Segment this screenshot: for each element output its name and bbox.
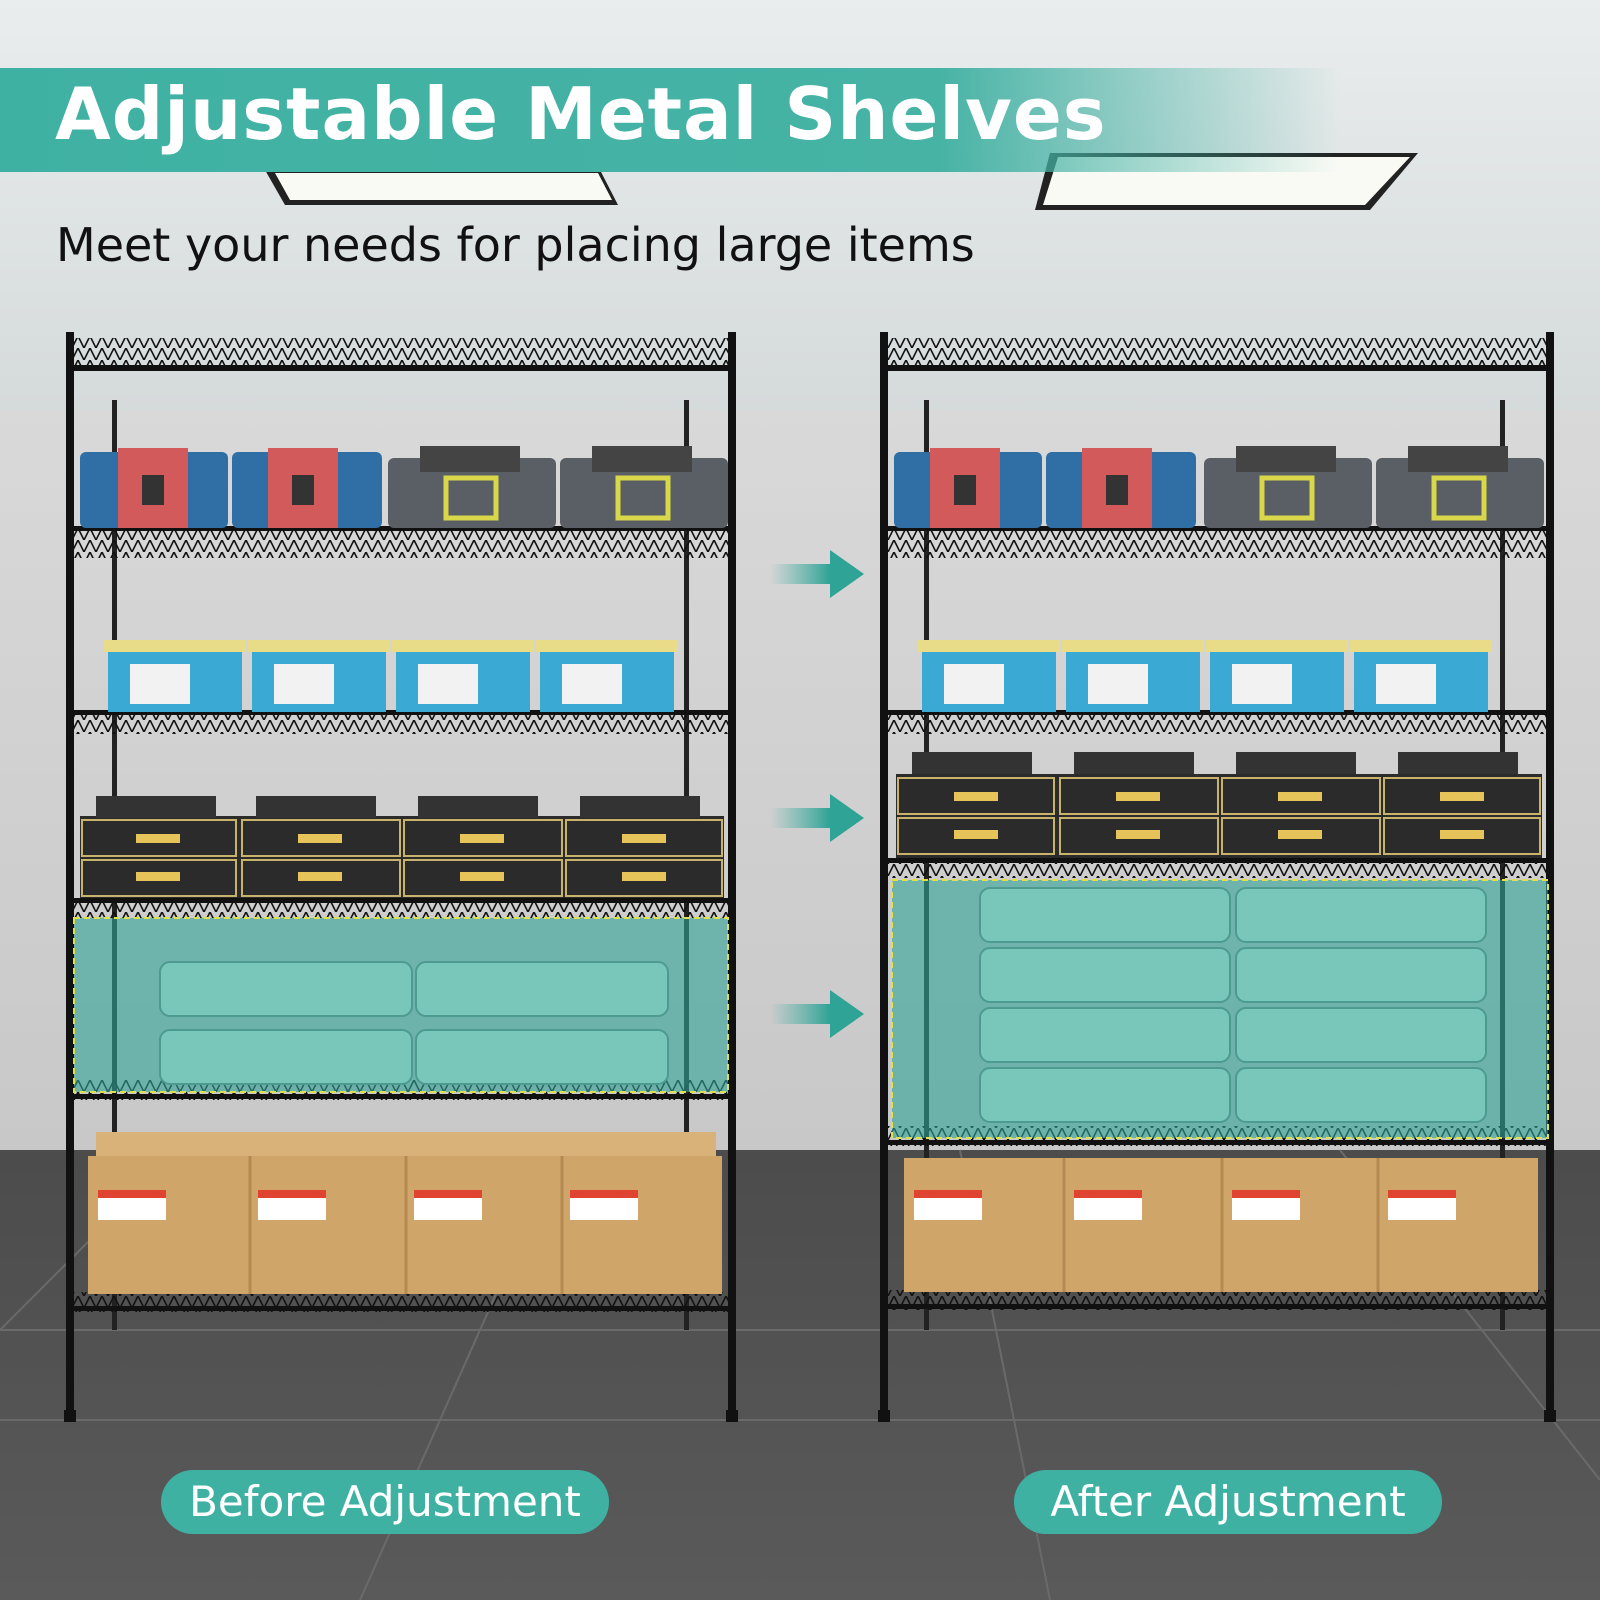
toolbox-gray: [560, 446, 728, 528]
arrow-icon: [770, 794, 864, 842]
arrow-icon: [770, 990, 864, 1038]
shelf-3: [74, 710, 728, 734]
highlight-zone-after: [891, 879, 1549, 1139]
title-banner: [0, 68, 1340, 172]
organizer-cyan: [1350, 640, 1492, 712]
drawer-units: [80, 796, 724, 898]
page-subtitle: Meet your needs for placing large items: [56, 218, 975, 272]
toolbox-blue: [232, 448, 382, 528]
cardboard-boxes: [88, 1132, 722, 1294]
toolbox-gray: [388, 446, 556, 528]
shelf-2: [74, 526, 728, 558]
toolbox-blue: [80, 448, 228, 528]
toolbox-blue: [894, 448, 1042, 528]
shelf-3: [888, 710, 1546, 734]
organizer-cyan: [248, 640, 390, 712]
shelf-4: [888, 858, 1546, 878]
organizer-cyan: [536, 640, 678, 712]
shelf-6: [888, 1290, 1546, 1310]
page-title: Adjustable Metal Shelves: [55, 72, 1107, 156]
organizer-cyan: [392, 640, 534, 712]
shelf-2: [888, 526, 1546, 558]
highlight-zone-before: [73, 917, 729, 1093]
shelf-1: [74, 338, 728, 371]
drawer-units: [896, 752, 1542, 858]
shelf-4: [74, 898, 728, 918]
organizer-cyan: [1062, 640, 1204, 712]
toolbox-gray: [1376, 446, 1544, 528]
organizer-cyan: [1206, 640, 1348, 712]
cardboard-boxes: [904, 1158, 1538, 1292]
shelf-6: [74, 1292, 728, 1312]
before-adjustment-label: Before Adjustment: [161, 1470, 609, 1534]
ceiling-light-left: [265, 170, 618, 205]
organizer-cyan: [918, 640, 1060, 712]
toolbox-gray: [1204, 446, 1372, 528]
arrow-icon: [770, 550, 864, 598]
organizer-cyan: [104, 640, 246, 712]
rack-before: [64, 332, 738, 1422]
after-adjustment-label: After Adjustment: [1014, 1470, 1442, 1534]
shelf-1: [888, 338, 1546, 371]
rack-after: [878, 332, 1556, 1422]
toolbox-blue: [1046, 448, 1196, 528]
